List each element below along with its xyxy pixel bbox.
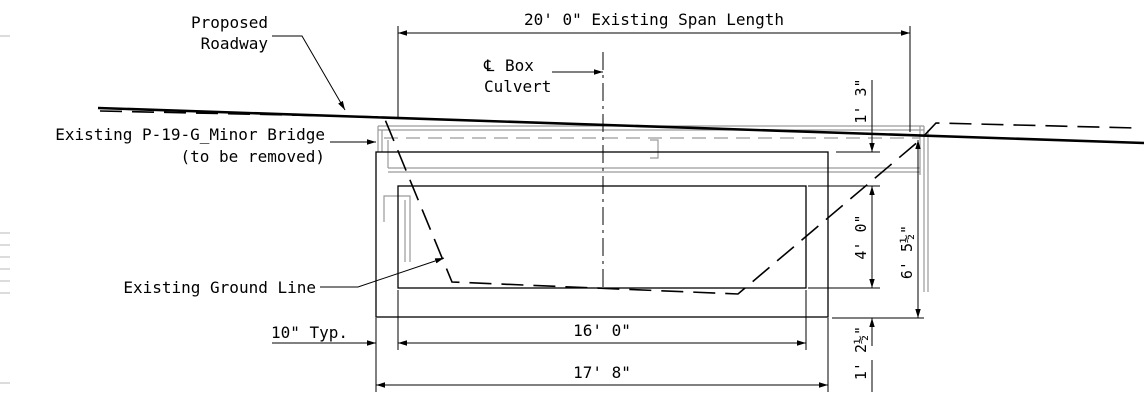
culvert-outer-wall (375, 151, 829, 318)
dim-6-5-5-label: 6' 5½" (898, 225, 916, 279)
typical-thickness-label: 10" Typ. (271, 323, 348, 342)
outer-width-label: 17' 8" (573, 363, 631, 382)
span-length-dimension (397, 26, 911, 132)
culvert-inner-opening (397, 185, 807, 289)
leader-lines (272, 35, 603, 346)
existing-bridge-label-line2: (to be removed) (181, 147, 326, 166)
height-dimensions (808, 80, 924, 392)
proposed-roadway-line (97, 106, 1144, 145)
centerline-label-line1: Box (505, 56, 534, 75)
ground-line-label: Existing Ground Line (123, 278, 316, 297)
proposed-roadway-label-line1: Proposed (191, 13, 268, 32)
width-dimensions (375, 290, 829, 392)
proposed-roadway-label-line2: Roadway (201, 34, 269, 53)
dim-1-2-5-label: 1' 2½" (852, 326, 870, 380)
existing-bridge-outline (377, 125, 929, 292)
existing-ground-line (99, 110, 1137, 295)
inner-width-label: 16' 0" (573, 321, 631, 340)
centerline-label-line2: Culvert (484, 77, 551, 96)
existing-bridge-label-line1: Existing P-19-G_Minor Bridge (55, 125, 325, 144)
dim-1-3-label: 1' 3" (852, 78, 870, 123)
span-length-label: 20' 0" Existing Span Length (524, 10, 784, 29)
margin-ticks (0, 35, 10, 384)
centerline-symbol: ℄ (483, 56, 495, 75)
dim-4-0-label: 4' 0" (852, 214, 870, 259)
